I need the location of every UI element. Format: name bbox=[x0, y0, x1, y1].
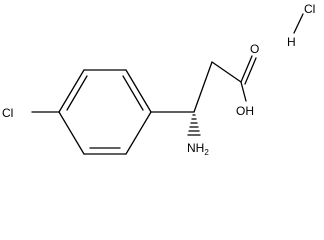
ch2-to-carboxyl-bond bbox=[211, 61, 242, 83]
amino-label: NH2 bbox=[187, 141, 209, 157]
ring-double-bond bbox=[66, 75, 88, 111]
hcl-chlorine-label: Cl bbox=[304, 2, 315, 16]
h-cl-bond bbox=[293, 13, 304, 34]
stereo-hashed-wedge bbox=[187, 114, 201, 136]
ring-chlorine-label: Cl bbox=[2, 106, 13, 120]
carbonyl-double-bond bbox=[240, 55, 253, 83]
carbonyl-double-bond bbox=[244, 57, 257, 85]
hydroxyl-label: OH bbox=[236, 104, 254, 118]
chiral-to-ch2-bond bbox=[193, 61, 213, 113]
ring-bond bbox=[58, 111, 85, 155]
c-oh-bond bbox=[240, 81, 247, 102]
ring-bond bbox=[125, 111, 152, 155]
carbonyl-oxygen-label: O bbox=[250, 42, 259, 56]
ring-bond bbox=[125, 69, 152, 113]
benzene-ring bbox=[58, 69, 152, 155]
hcl-hydrogen-label: H bbox=[287, 35, 296, 49]
ring-bond bbox=[58, 69, 85, 113]
ring-double-bond bbox=[122, 75, 144, 111]
structure-diagram: Cl NH2 O OH Cl H bbox=[2, 2, 315, 157]
